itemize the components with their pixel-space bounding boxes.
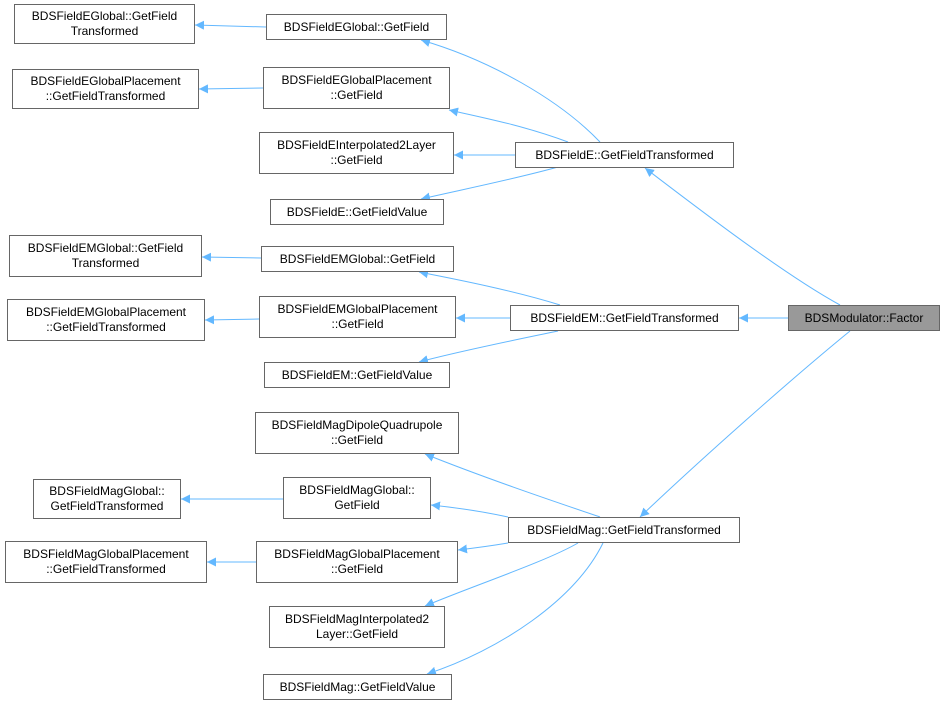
node-label-line: ::GetFieldTransformed (46, 562, 166, 576)
call-edge (418, 269, 561, 306)
node-label-line: BDSFieldEGlobalPlacement (281, 73, 432, 87)
node-label-line: BDSFieldEMGlobalPlacement (25, 305, 187, 319)
node-label-line: ::GetFieldTransformed (45, 89, 166, 103)
node-label-line: Layer::GetField (315, 627, 399, 641)
call-edge (430, 501, 509, 518)
node-label-line: BDSFieldMag::GetFieldValue (279, 679, 436, 694)
node-label-line: ::GetFieldTransformed (46, 320, 166, 334)
node-bdsfielde-getfieldvalue[interactable]: BDSFieldE::GetFieldValue (270, 199, 444, 225)
node-bdsfieldem-getfieldtransformed[interactable]: BDSFieldEM::GetFieldTransformed (510, 305, 739, 331)
node-bdsfieldemglobal-getfield[interactable]: BDSFieldEMGlobal::GetField (261, 246, 454, 272)
call-edge (420, 166, 559, 202)
node-bdsfieldeglobalplacement-getfield[interactable]: BDSFieldEGlobalPlacement ::GetField (263, 67, 450, 109)
node-label-line: GetField (334, 498, 380, 512)
node-label-line: BDSFieldMagGlobal:: (49, 484, 165, 498)
node-bdsfieldeglobalplacement-getfieldtransformed[interactable]: BDSFieldEGlobalPlacement ::GetFieldTrans… (12, 69, 199, 109)
node-bdsfieldmag-getfieldvalue[interactable]: BDSFieldMag::GetFieldValue (263, 674, 452, 700)
call-edge (201, 252, 262, 262)
node-label-line: BDSFieldEGlobal::GetField (283, 19, 430, 34)
call-edge (420, 38, 601, 143)
node-bdsfieldmagglobalplacement-getfield[interactable]: BDSFieldMagGlobalPlacement ::GetField (256, 541, 458, 583)
call-edge (424, 542, 579, 607)
node-label-line: BDSFieldMagGlobalPlacement (23, 547, 189, 561)
node-label-line: ::GetField (330, 88, 383, 102)
node-bdsfieldeglobal-getfield[interactable]: BDSFieldEGlobal::GetField (266, 14, 447, 40)
call-edge (198, 84, 264, 94)
node-label-line: BDSFieldEM::GetFieldTransformed (530, 310, 719, 325)
node-label-line: BDSFieldMagDipoleQuadrupole (271, 418, 443, 432)
node-bdsfieldemglobal-getfieldtransformed[interactable]: BDSFieldEMGlobal::GetField Transformed (9, 235, 202, 277)
node-bdsfieldmaginterpolated2layer-getfield[interactable]: BDSFieldMagInterpolated2 Layer::GetField (269, 606, 445, 648)
node-bdsfieldmagglobal-getfield[interactable]: BDSFieldMagGlobal:: GetField (283, 477, 431, 519)
call-edge (644, 167, 841, 306)
node-label-line: BDSFieldEMGlobal::GetField (279, 251, 436, 266)
node-bdsfielde-globalgetfield-transformed[interactable]: BDSFieldEGlobal::GetField Transformed (14, 4, 195, 44)
node-label-line: ::GetField (330, 433, 384, 447)
call-edge (426, 542, 604, 676)
call-edge (204, 315, 260, 325)
node-bdsfieldemglobalplacement-getfield[interactable]: BDSFieldEMGlobalPlacement ::GetField (259, 296, 456, 338)
node-bdsfieldmag-getfieldtransformed[interactable]: BDSFieldMag::GetFieldTransformed (508, 517, 740, 543)
node-bdsfieldemglobalplacement-getfieldtransformed[interactable]: BDSFieldEMGlobalPlacement ::GetFieldTran… (7, 299, 205, 341)
node-bdsfieldeinterpolated2layer-getfield[interactable]: BDSFieldEInterpolated2Layer ::GetField (259, 132, 454, 174)
node-bdsmodulator-factor: BDSModulator::Factor (788, 305, 940, 331)
node-label-line: BDSFieldMag::GetFieldTransformed (527, 522, 721, 537)
node-bdsfieldmagglobalplacement-getfieldtransformed[interactable]: BDSFieldMagGlobalPlacement ::GetFieldTra… (5, 541, 207, 583)
node-label-line: BDSFieldEInterpolated2Layer (277, 138, 436, 152)
node-label-line: ::GetField (330, 153, 383, 167)
call-edge (194, 20, 267, 30)
node-label-line: Transformed (71, 256, 140, 270)
node-label-line: BDSFieldEMGlobal::GetField (27, 241, 184, 255)
node-label-line: BDSFieldEGlobalPlacement (30, 74, 181, 88)
call-edge (418, 330, 559, 365)
node-label-line: ::GetField (330, 562, 384, 576)
node-bdsfieldem-getfieldvalue[interactable]: BDSFieldEM::GetFieldValue (264, 362, 450, 388)
node-label-line: BDSFieldEM::GetFieldValue (281, 367, 433, 382)
node-label-line: BDSFieldMagGlobal:: (299, 483, 415, 497)
node-label-line: BDSModulator::Factor (804, 310, 924, 325)
node-bdsfielde-getfieldtransformed[interactable]: BDSFieldE::GetFieldTransformed (515, 142, 734, 168)
node-label-line: BDSFieldEMGlobalPlacement (277, 302, 438, 316)
node-bdsfieldmagglobal-getfieldtransformed[interactable]: BDSFieldMagGlobal:: GetFieldTransformed (33, 479, 181, 519)
node-label-line: BDSFieldMagInterpolated2 (284, 612, 430, 626)
call-edge (639, 330, 851, 518)
node-label-line: BDSFieldMagGlobalPlacement (274, 547, 440, 561)
node-label-line: BDSFieldE::GetFieldTransformed (535, 147, 714, 162)
call-edge (448, 107, 569, 143)
node-label-line: GetFieldTransformed (50, 499, 164, 513)
node-label-line: Transformed (70, 24, 139, 38)
node-label-line: BDSFieldEGlobal::GetField (31, 9, 178, 23)
node-label-line: ::GetField (331, 317, 384, 331)
node-bdsfieldmagdipolequadrupole-getfield[interactable]: BDSFieldMagDipoleQuadrupole ::GetField (255, 412, 459, 454)
call-edge (457, 542, 509, 554)
call-edge (424, 453, 601, 518)
node-label-line: BDSFieldE::GetFieldValue (286, 204, 428, 219)
